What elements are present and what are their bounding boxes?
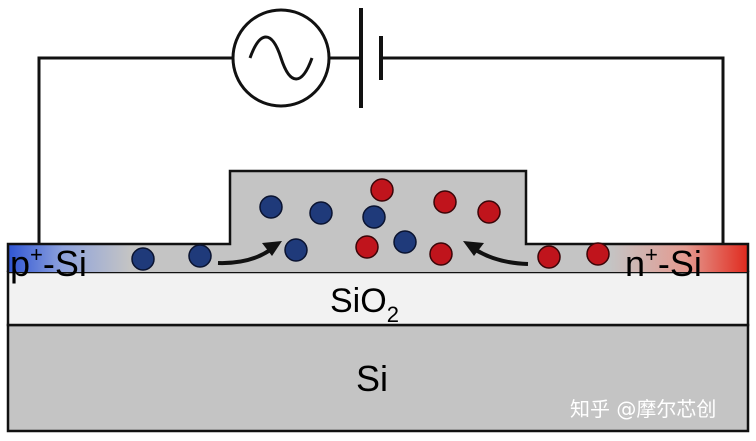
wire-left [37, 56, 232, 244]
si-substrate [6, 323, 750, 433]
rib-outline [6, 169, 750, 272]
sio2-label: SiO2 [330, 282, 399, 327]
electron-carrier [586, 242, 610, 266]
carrier-flow-arrow-icon [217, 241, 282, 266]
hole-carrier [284, 238, 308, 262]
electron-carrier [355, 235, 379, 259]
hole-carrier [259, 195, 283, 219]
p-si-label: p+-Si [10, 242, 87, 284]
n-si-label: n+-Si [625, 242, 702, 284]
hole-carrier [131, 247, 155, 271]
hole-carrier [188, 244, 212, 268]
battery-icon [359, 8, 383, 108]
circuit-wires [37, 56, 725, 244]
electron-carrier [477, 200, 501, 224]
hole-carrier [393, 230, 417, 254]
watermark: 知乎 @摩尔芯创 [570, 397, 716, 421]
ac-source-icon [231, 8, 331, 108]
hole-carrier [362, 205, 386, 229]
electron-carrier [537, 245, 561, 269]
electron-carrier [370, 178, 394, 202]
electron-carrier [429, 242, 453, 266]
wire-right [382, 56, 725, 244]
sio2-layer [6, 270, 750, 327]
si-substrate-label: Si [356, 358, 388, 399]
hole-carrier [309, 201, 333, 225]
carrier-flow-arrow-icon [463, 241, 529, 266]
electron-carrier [433, 190, 457, 214]
electrons [355, 178, 610, 269]
holes [131, 195, 417, 271]
